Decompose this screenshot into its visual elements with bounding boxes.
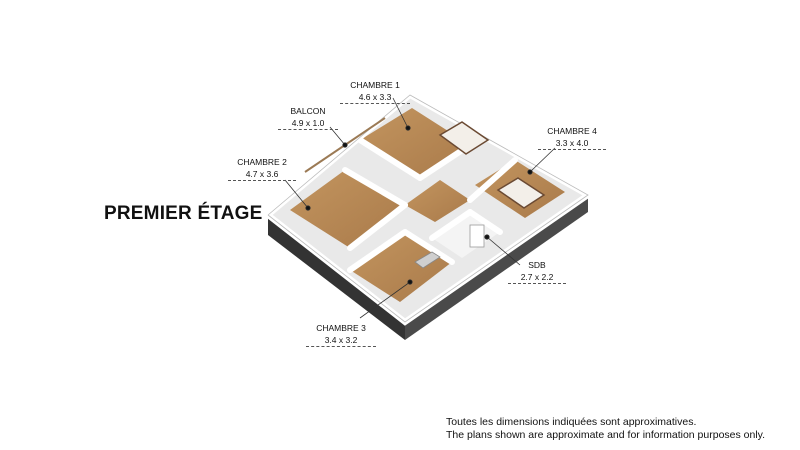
room-label-chambre-2: CHAMBRE 2 4.7 x 3.6 <box>228 156 296 181</box>
room-name: CHAMBRE 3 <box>316 323 366 333</box>
room-name: CHAMBRE 2 <box>237 157 287 167</box>
room-dimensions: 3.4 x 3.2 <box>324 335 358 345</box>
floor-title: PREMIER ÉTAGE <box>104 203 263 224</box>
room-dimensions: 4.9 x 1.0 <box>291 118 325 128</box>
room-dimensions: 4.7 x 3.6 <box>245 169 279 179</box>
room-name: CHAMBRE 4 <box>547 126 597 136</box>
disclaimer: Toutes les dimensions indiquées sont app… <box>446 416 765 442</box>
wall-edges <box>267 94 589 323</box>
outer-wall-left <box>268 215 405 340</box>
room-label-chambre-1: CHAMBRE 1 4.6 x 3.3 <box>340 79 410 104</box>
room-dimensions: 3.3 x 4.0 <box>555 138 589 148</box>
bathtub <box>469 224 485 248</box>
room-label-chambre-3: CHAMBRE 3 3.4 x 3.2 <box>306 322 376 347</box>
label-leaders <box>284 97 556 319</box>
room-label-balcon: BALCON 4.9 x 1.0 <box>278 105 338 130</box>
room-dimensions: 2.7 x 2.2 <box>520 272 554 282</box>
outer-wall-right <box>405 195 588 340</box>
room-name: BALCON <box>290 106 326 116</box>
disclaimer-en: The plans shown are approximate and for … <box>446 429 766 441</box>
disclaimer-fr: Toutes les dimensions indiquées sont app… <box>446 416 697 428</box>
desk-chambre-3 <box>414 251 441 269</box>
room-dimensions: 4.6 x 3.3 <box>358 92 392 102</box>
floor-chambre-3 <box>350 232 452 302</box>
room-label-chambre-4: CHAMBRE 4 3.3 x 4.0 <box>538 125 606 150</box>
bed-chambre-4 <box>496 177 546 209</box>
bed-chambre-1 <box>438 121 490 155</box>
floor-hallway <box>405 180 470 222</box>
room-name: SDB <box>528 260 546 270</box>
room-name: CHAMBRE 1 <box>350 80 400 90</box>
room-label-sdb: SDB 2.7 x 2.2 <box>508 259 566 284</box>
